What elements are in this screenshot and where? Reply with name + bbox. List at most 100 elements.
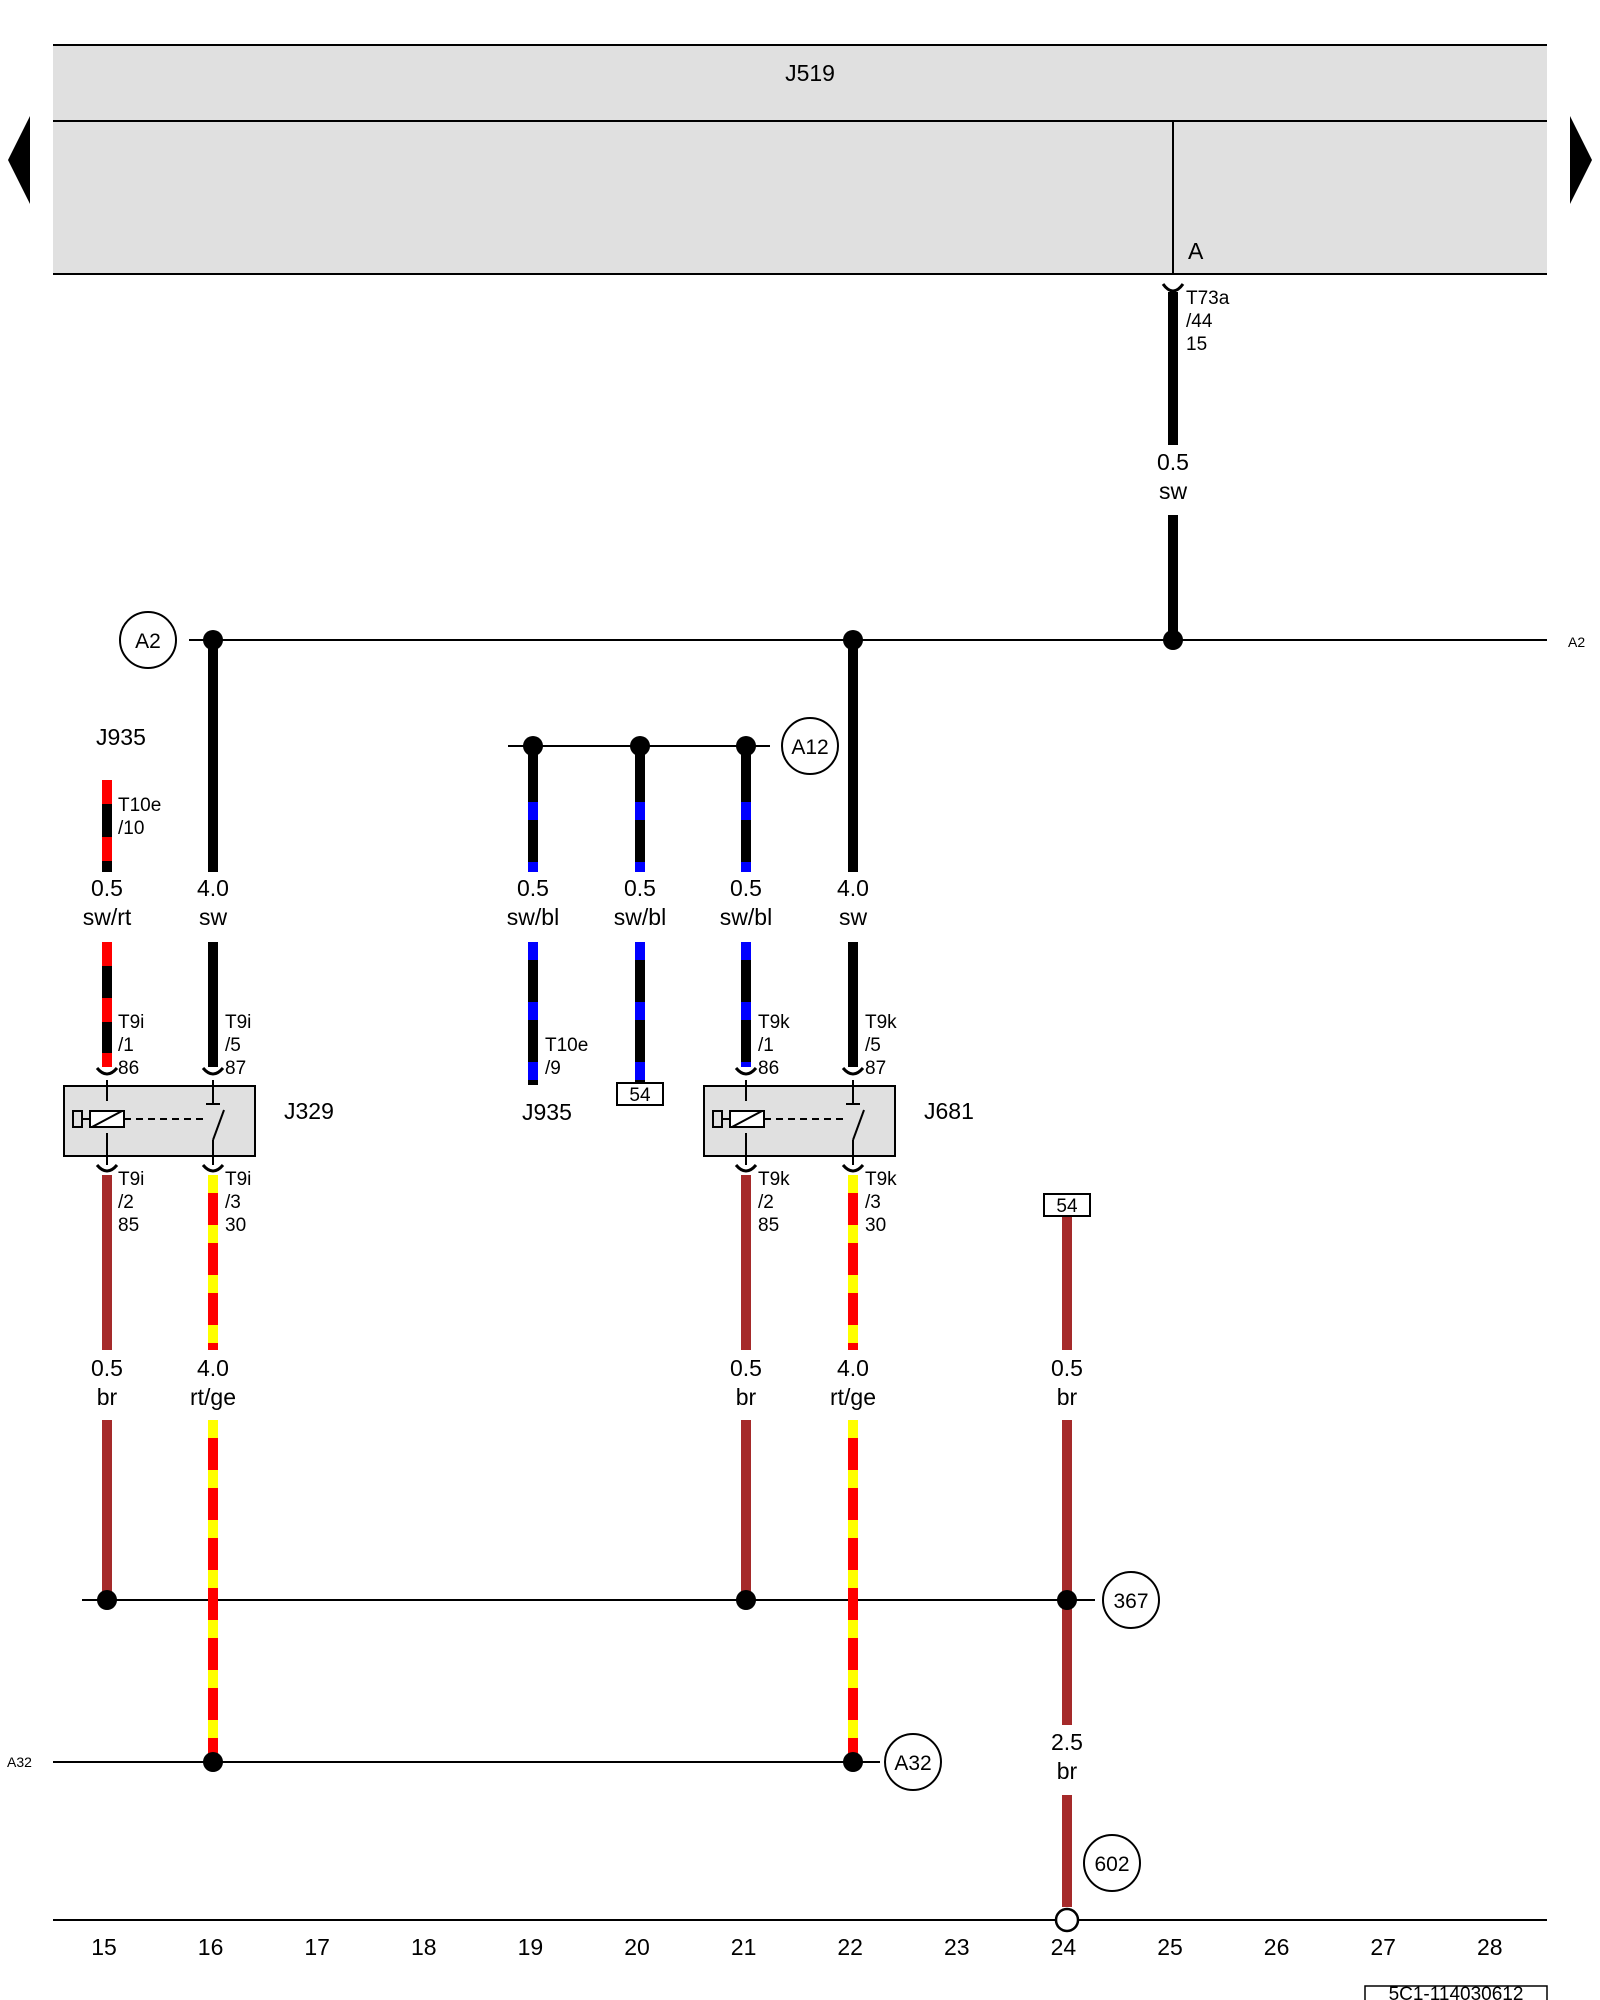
svg-text:4.0: 4.0 bbox=[197, 1355, 229, 1381]
column-number: 15 bbox=[91, 1934, 117, 1960]
svg-text:br: br bbox=[1057, 1758, 1078, 1784]
ref-a32-left[interactable]: A32 bbox=[7, 1754, 32, 1770]
svg-text:87: 87 bbox=[865, 1058, 886, 1079]
svg-text:sw: sw bbox=[199, 904, 228, 930]
relay-switch-icon bbox=[852, 1109, 865, 1141]
wire-spec-labels: 0.5 sw 0.5 sw/rt 4.0 sw 0.5 sw/bl 0.5 sw… bbox=[83, 449, 1189, 1784]
svg-text:T9i: T9i bbox=[118, 1012, 144, 1033]
svg-text:T9k: T9k bbox=[865, 1169, 897, 1190]
wire-rt-ge-col16 bbox=[208, 1175, 218, 1762]
wire-rt-ge-col22 bbox=[848, 1175, 858, 1762]
svg-text:T9k: T9k bbox=[758, 1012, 790, 1033]
terminal-54-col24: 54 bbox=[1043, 1193, 1091, 1217]
svg-text:sw/rt: sw/rt bbox=[83, 904, 132, 930]
junction-dots bbox=[97, 630, 1183, 1933]
column-number: 25 bbox=[1157, 1934, 1183, 1960]
document-id: 5C1-114030612 bbox=[1389, 1984, 1524, 2000]
column-number: 16 bbox=[198, 1934, 224, 1960]
ref-367[interactable]: 367 bbox=[1113, 1590, 1148, 1613]
svg-text:/3: /3 bbox=[225, 1192, 241, 1213]
svg-text:0.5: 0.5 bbox=[730, 1355, 762, 1381]
column-number: 22 bbox=[837, 1934, 863, 1960]
svg-text:0.5: 0.5 bbox=[1157, 449, 1189, 475]
ref-a2-right[interactable]: A2 bbox=[1568, 634, 1585, 650]
column-number: 23 bbox=[944, 1934, 970, 1960]
relay-j681: J681 bbox=[703, 1080, 974, 1165]
column-number: 24 bbox=[1051, 1934, 1077, 1960]
j935-mid-label: J935 bbox=[522, 1099, 572, 1125]
svg-text:T10e: T10e bbox=[118, 795, 161, 816]
svg-text:30: 30 bbox=[225, 1215, 246, 1236]
column-number: 27 bbox=[1370, 1934, 1396, 1960]
module-name: J519 bbox=[785, 60, 835, 86]
svg-text:87: 87 bbox=[225, 1058, 246, 1079]
svg-text:0.5: 0.5 bbox=[91, 875, 123, 901]
svg-text:sw: sw bbox=[839, 904, 868, 930]
svg-text:/1: /1 bbox=[758, 1035, 774, 1056]
arrow-right-icon[interactable] bbox=[1570, 116, 1592, 204]
terminal-54-col20: 54 bbox=[616, 1082, 664, 1106]
svg-text:0.5: 0.5 bbox=[624, 875, 656, 901]
svg-text:T9k: T9k bbox=[865, 1012, 897, 1033]
svg-text:/3: /3 bbox=[865, 1192, 881, 1213]
svg-text:0.5: 0.5 bbox=[730, 875, 762, 901]
ref-a2-left[interactable]: A2 bbox=[135, 630, 161, 653]
svg-text:/44: /44 bbox=[1186, 311, 1213, 332]
svg-text:4.0: 4.0 bbox=[197, 875, 229, 901]
ground-point-icon bbox=[1054, 1907, 1080, 1933]
svg-text:86: 86 bbox=[758, 1058, 779, 1079]
svg-text:86: 86 bbox=[118, 1058, 139, 1079]
svg-text:/2: /2 bbox=[118, 1192, 134, 1213]
j329-label: J329 bbox=[284, 1098, 334, 1124]
connector-cups bbox=[95, 283, 1185, 1173]
relay-switch-icon bbox=[212, 1109, 225, 1141]
arrow-left-icon[interactable] bbox=[8, 116, 30, 204]
ref-a12[interactable]: A12 bbox=[791, 736, 828, 759]
ref-602[interactable]: 602 bbox=[1094, 1853, 1129, 1876]
column-number: 18 bbox=[411, 1934, 437, 1960]
svg-text:85: 85 bbox=[758, 1215, 779, 1236]
svg-text:T9k: T9k bbox=[758, 1169, 790, 1190]
ref-a32-right[interactable]: A32 bbox=[894, 1752, 931, 1775]
svg-text:sw/bl: sw/bl bbox=[614, 904, 666, 930]
svg-text:T9i: T9i bbox=[225, 1012, 251, 1033]
svg-text:15: 15 bbox=[1186, 334, 1207, 355]
svg-text:/9: /9 bbox=[545, 1058, 561, 1079]
relay-j329: J329 bbox=[63, 1080, 334, 1165]
column-number: 19 bbox=[518, 1934, 544, 1960]
wire-segments bbox=[102, 292, 1178, 1907]
svg-text:/5: /5 bbox=[865, 1035, 881, 1056]
svg-text:rt/ge: rt/ge bbox=[190, 1384, 236, 1410]
pin-labels: T73a /44 15 T10e /10 T10e /9 T9i /1 86 T… bbox=[118, 288, 1230, 1236]
svg-text:sw/bl: sw/bl bbox=[507, 904, 559, 930]
j935-top-label: J935 bbox=[96, 724, 146, 750]
svg-text:T10e: T10e bbox=[545, 1035, 588, 1056]
column-number: 17 bbox=[304, 1934, 330, 1960]
svg-text:rt/ge: rt/ge bbox=[830, 1384, 876, 1410]
svg-text:T73a: T73a bbox=[1186, 288, 1230, 309]
svg-text:0.5: 0.5 bbox=[91, 1355, 123, 1381]
terminal-label: 54 bbox=[629, 1085, 651, 1106]
svg-text:2.5: 2.5 bbox=[1051, 1729, 1083, 1755]
svg-text:br: br bbox=[736, 1384, 757, 1410]
control-module-j519: J519 A bbox=[53, 44, 1547, 275]
svg-text:30: 30 bbox=[865, 1215, 886, 1236]
svg-text:/1: /1 bbox=[118, 1035, 134, 1056]
svg-text:85: 85 bbox=[118, 1215, 139, 1236]
reference-circles: A2 A12 367 A32 602 A2 A32 bbox=[7, 611, 1585, 1892]
column-number: 21 bbox=[731, 1934, 757, 1960]
module-pin-letter: A bbox=[1188, 238, 1204, 264]
svg-text:T9i: T9i bbox=[225, 1169, 251, 1190]
svg-text:br: br bbox=[97, 1384, 118, 1410]
j681-label: J681 bbox=[924, 1098, 974, 1124]
terminal-label: 54 bbox=[1056, 1196, 1078, 1217]
svg-text:br: br bbox=[1057, 1384, 1078, 1410]
svg-text:T9i: T9i bbox=[118, 1169, 144, 1190]
svg-text:4.0: 4.0 bbox=[837, 1355, 869, 1381]
svg-text:0.5: 0.5 bbox=[517, 875, 549, 901]
svg-text:sw/bl: sw/bl bbox=[720, 904, 772, 930]
bus-lines bbox=[53, 639, 1547, 1921]
svg-text:/10: /10 bbox=[118, 818, 144, 839]
column-number: 20 bbox=[624, 1934, 650, 1960]
